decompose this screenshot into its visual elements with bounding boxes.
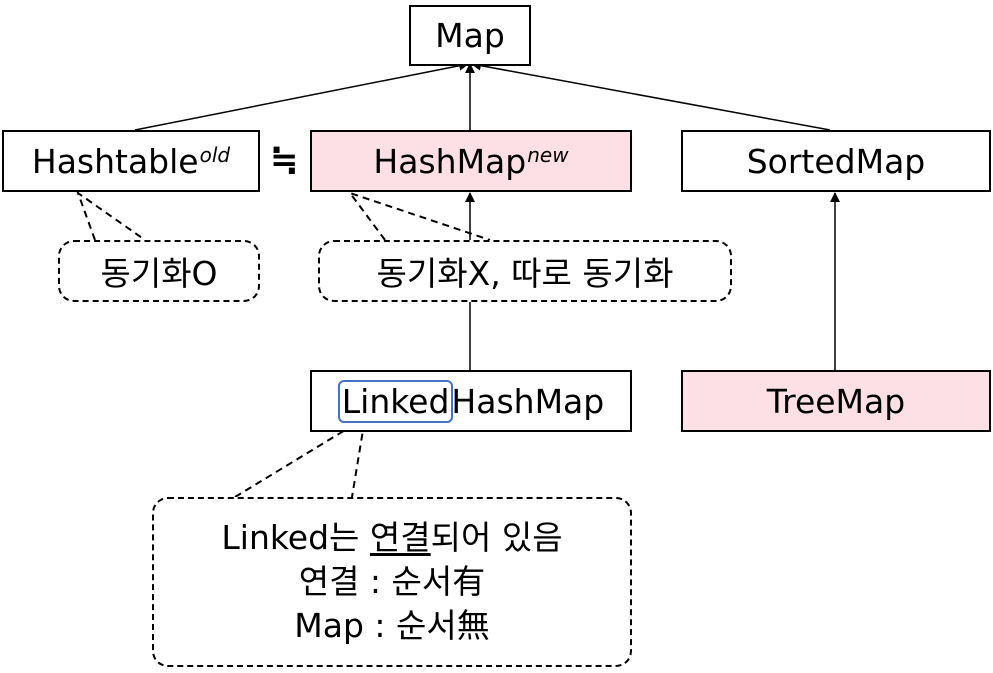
hashtable-sync-text: 동기화O — [100, 254, 218, 293]
hashmap-note-pointer — [347, 191, 491, 241]
treemap-node: TreeMap — [681, 370, 991, 432]
hashtable-to-map-arrow — [134, 60, 469, 131]
linked-note-pointer — [234, 416, 367, 498]
hashmap-tag: new — [527, 143, 569, 167]
treemap-label: TreeMap — [766, 381, 906, 421]
linked-meaning-note: Linked는 연결되어 있음 연결 : 순서有 Map : 순서無 — [152, 497, 632, 667]
sortedmap-label: SortedMap — [746, 141, 926, 181]
linked-note-line3: Map : 순서無 — [294, 606, 490, 645]
hashtable-tag: old — [199, 143, 231, 167]
map-node: Map — [409, 5, 531, 66]
hashmap-sync-note: 동기화X, 따로 동기화 — [318, 240, 732, 302]
hashtable-label: Hashtable — [31, 141, 199, 181]
map-label: Map — [435, 16, 505, 55]
linkedhashmap-label-rest: HashMap — [451, 381, 605, 421]
hashtable-note-pointer — [75, 190, 146, 241]
sortedmap-node: SortedMap — [681, 130, 991, 192]
linked-underlined-word: 연결 — [369, 518, 431, 557]
linked-highlight: Linked — [337, 379, 454, 423]
linked-note-line1: Linked는 연결되어 있음 — [221, 518, 563, 557]
sortedmap-to-map-arrow — [471, 60, 831, 131]
hashtable-sync-note: 동기화O — [58, 240, 260, 302]
hashmap-label: HashMap — [373, 141, 527, 181]
approx-equal-symbol: ≒ — [270, 140, 299, 180]
linked-note-line2: 연결 : 순서有 — [298, 562, 486, 601]
hashmap-sync-text: 동기화X, 따로 동기화 — [376, 254, 674, 293]
